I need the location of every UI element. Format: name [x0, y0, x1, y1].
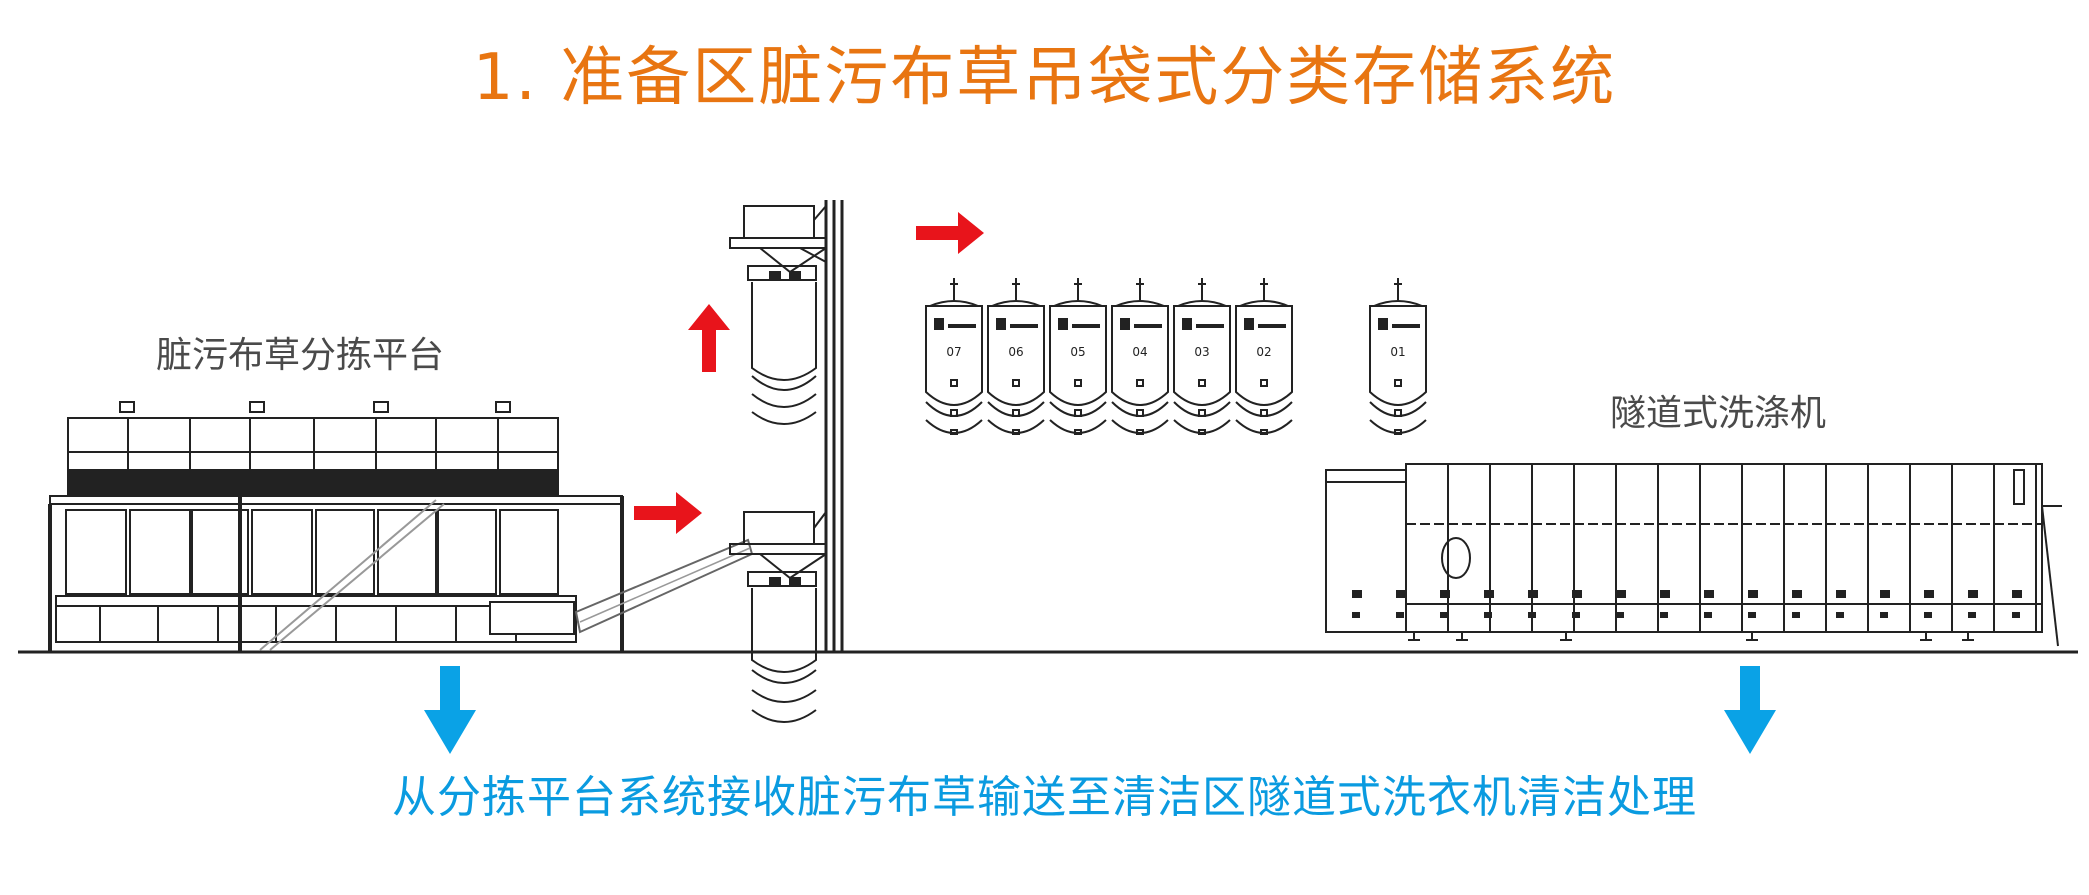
svg-text:07: 07: [946, 345, 961, 359]
svg-text:01: 01: [1390, 345, 1405, 359]
hanging-bag: 03: [1173, 278, 1231, 435]
red-arrow-right-mid: [634, 492, 702, 534]
sorting-platform-machine: [48, 401, 754, 653]
svg-text:04: 04: [1132, 345, 1147, 359]
vertical-lift: [729, 200, 844, 723]
red-arrow-right-top: [916, 212, 984, 254]
red-arrow-up: [688, 304, 730, 372]
blue-arrow-right: [1724, 666, 1776, 754]
process-caption: 从分拣平台系统接收脏污布草输送至清洁区隧道式洗衣机清洁处理: [392, 772, 1697, 823]
hanging-bag: 02: [1235, 278, 1293, 435]
svg-text:03: 03: [1194, 345, 1209, 359]
page-title: 1. 准备区脏污布草吊袋式分类存储系统: [472, 41, 1617, 115]
hanging-bag: 01: [1369, 278, 1427, 435]
hanging-bag: 07: [925, 278, 983, 435]
hanging-bag: 04: [1111, 278, 1169, 435]
svg-text:02: 02: [1256, 345, 1271, 359]
blue-arrow-left: [424, 666, 476, 754]
tunnel-washer-label: 隧道式洗涤机: [1610, 393, 1827, 434]
hanging-bag: 05: [1049, 278, 1107, 435]
sorting-platform-label: 脏污布草分拣平台: [156, 335, 445, 376]
hanging-bags: 07 06 05 04 03 02 01: [925, 278, 1427, 435]
svg-text:06: 06: [1008, 345, 1023, 359]
hanging-bag: 06: [987, 278, 1045, 435]
tunnel-washer-machine: [1325, 463, 2062, 647]
svg-text:05: 05: [1070, 345, 1085, 359]
